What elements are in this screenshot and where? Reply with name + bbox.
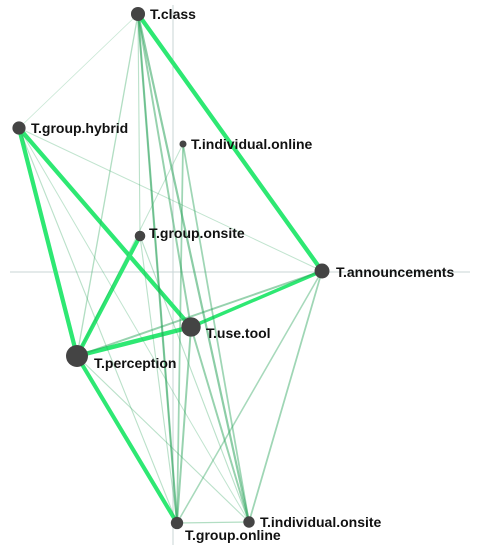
label-announcements: T.announcements xyxy=(336,264,454,280)
edge-perception-group_onsite xyxy=(74,233,143,359)
edge-individual_online-individual_onsite xyxy=(182,143,250,523)
edge-class-group_online xyxy=(136,12,179,525)
edge-group_online-class xyxy=(137,13,178,524)
edge-use_tool-announcements xyxy=(189,269,324,329)
edge-use_tool-group_online xyxy=(176,326,192,524)
node-individual-online[interactable] xyxy=(179,140,187,148)
node-group-online[interactable] xyxy=(170,516,184,530)
label-individual-onsite: T.individual.onsite xyxy=(260,514,382,530)
edges-group xyxy=(16,11,325,526)
labels-group: T.classT.group.hybridT.individual.online… xyxy=(31,6,454,543)
label-perception: T.perception xyxy=(94,355,176,371)
edge-group_onsite-individual_onsite xyxy=(139,235,250,523)
label-use-tool: T.use.tool xyxy=(206,325,271,341)
edge-class-individual_onsite xyxy=(136,12,251,524)
edge-announcements-group_online xyxy=(176,270,323,524)
edge-class-perception xyxy=(76,13,139,357)
nodes-group xyxy=(12,6,330,530)
edge-use_tool-individual_onsite xyxy=(190,326,250,523)
edge-perception-announcements xyxy=(76,270,323,357)
edge-group_hybrid-use_tool xyxy=(16,125,194,330)
node-announcements[interactable] xyxy=(314,263,330,279)
node-group-hybrid[interactable] xyxy=(12,121,26,135)
edge-perception-use_tool xyxy=(74,324,194,359)
edge-group_hybrid-announcements xyxy=(18,127,323,272)
edge-group_onsite-group_online xyxy=(139,235,178,524)
edge-group_hybrid-group_online xyxy=(18,127,178,524)
edge-group_hybrid-individual_onsite xyxy=(18,127,250,523)
edge-class-group_hybrid xyxy=(18,13,139,129)
edge-individual_online-group_online xyxy=(176,143,184,524)
label-group-online: T.group.online xyxy=(185,527,281,543)
edge-perception-individual_online xyxy=(76,143,184,357)
edge-group_hybrid-perception xyxy=(16,125,80,359)
edge-announcements-individual_onsite xyxy=(248,270,323,523)
label-individual-online: T.individual.online xyxy=(191,136,313,152)
node-use-tool[interactable] xyxy=(181,317,201,337)
node-perception[interactable] xyxy=(66,345,88,367)
edge-class-announcements xyxy=(135,11,325,274)
node-group-onsite[interactable] xyxy=(134,230,146,242)
edge-class-group_onsite xyxy=(137,13,141,237)
edge-group_online-individual_onsite xyxy=(176,521,250,524)
edge-class-use_tool xyxy=(137,13,192,328)
label-class: T.class xyxy=(150,6,196,22)
node-class[interactable] xyxy=(130,6,146,22)
axes-group xyxy=(10,5,470,545)
edge-perception-group_online xyxy=(74,353,180,526)
node-individual-onsite[interactable] xyxy=(243,516,255,528)
label-group-onsite: T.group.onsite xyxy=(149,225,245,241)
edge-perception-individual_onsite xyxy=(76,355,250,523)
label-group-hybrid: T.group.hybrid xyxy=(31,120,128,136)
